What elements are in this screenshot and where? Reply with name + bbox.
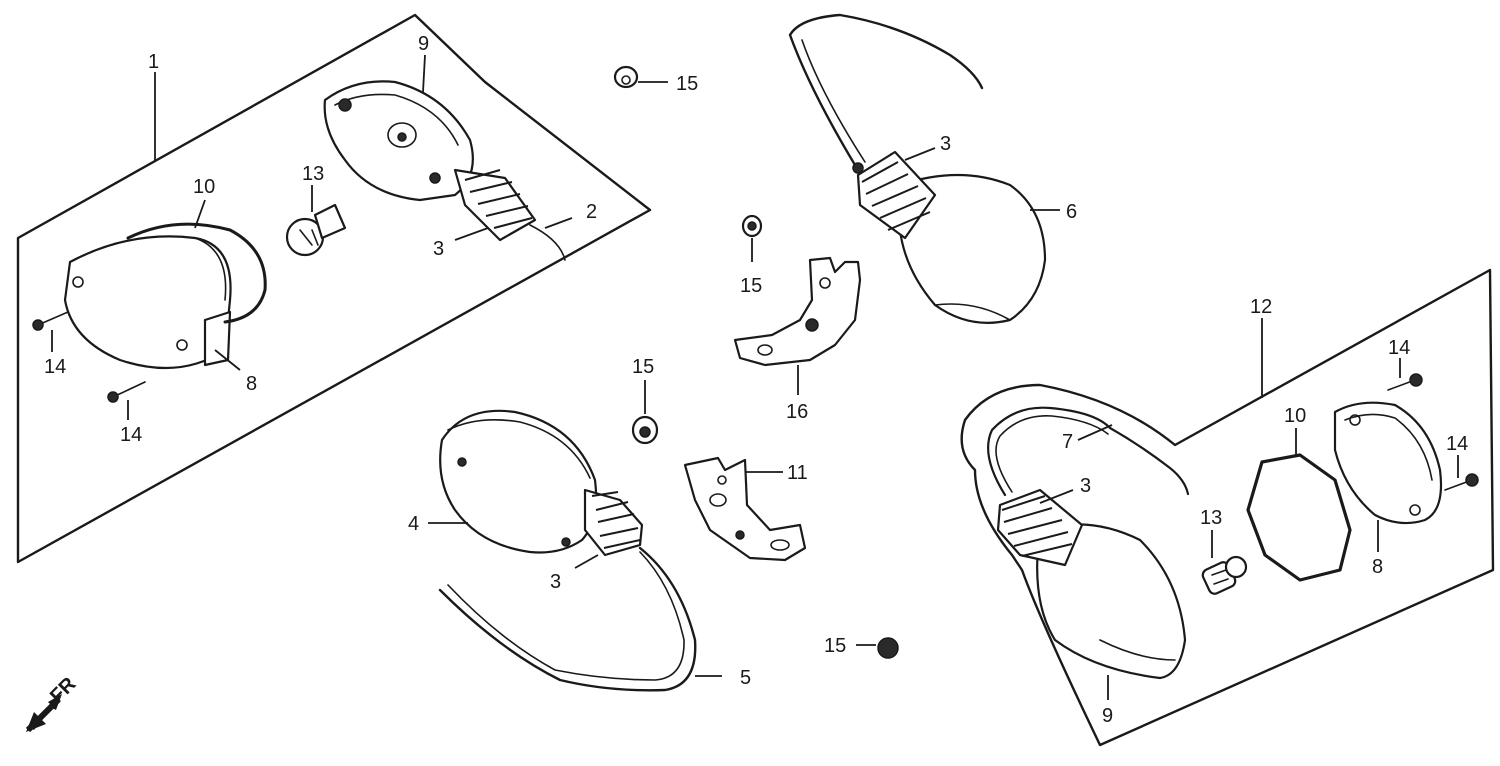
callout-1: 1: [148, 51, 159, 73]
bulb-13-right: [1201, 530, 1248, 595]
callout-14-c: 14: [1388, 337, 1410, 359]
leader-10-left: [194, 199, 206, 229]
callout-13-left: 13: [302, 163, 324, 185]
callout-14-d: 14: [1446, 433, 1468, 455]
lamp-4: [428, 409, 644, 557]
lens-8-right: [1333, 401, 1443, 552]
callout-14-b: 14: [120, 424, 142, 446]
callout-11: 11: [787, 462, 808, 484]
wire-5-inner: [447, 551, 685, 681]
nut-15-d: [856, 637, 899, 659]
callout-13-right: 13: [1200, 507, 1222, 529]
callout-3-mid: 3: [550, 571, 561, 593]
bulb-13-left: [285, 185, 347, 257]
nut-15-c: [631, 380, 659, 445]
bracket-11: [683, 456, 807, 562]
housing-9-left: [323, 54, 566, 261]
bracket-16: [733, 256, 862, 395]
callout-15-d: 15: [824, 635, 846, 657]
callout-3-right-bottom: 3: [1080, 475, 1091, 497]
callout-16: 16: [786, 401, 808, 423]
nut-15-b: [741, 214, 763, 262]
lens-8-left: [63, 235, 232, 370]
callout-8-left: 8: [246, 373, 257, 395]
callout-5: 5: [740, 667, 751, 689]
wire-5: [438, 546, 697, 692]
callout-12: 12: [1250, 296, 1272, 318]
callout-14-a: 14: [44, 356, 66, 378]
callout-4: 4: [408, 513, 419, 535]
gasket-10-right: [1246, 453, 1352, 582]
gasket-10-left: [126, 222, 267, 324]
leader-8-left: [214, 349, 241, 371]
callout-2: 2: [586, 201, 597, 223]
screw-14-a: [32, 311, 69, 352]
screw-14-c: [1387, 358, 1423, 391]
assembly-12-boundary: [960, 268, 1495, 747]
front-direction-arrow: FR: [25, 673, 81, 733]
callout-15-c: 15: [632, 356, 654, 378]
leader-7: [1077, 424, 1113, 441]
callout-9-bottom: 9: [1102, 705, 1113, 727]
lamp-9-right: [987, 406, 1190, 700]
leader-2: [544, 217, 573, 229]
assembly-1-boundary: [16, 13, 652, 564]
callout-9-top: 9: [418, 33, 429, 55]
leader-3-mid: [574, 554, 599, 569]
leader-3-left: [454, 227, 489, 241]
nut-15-a: [613, 65, 668, 89]
callout-3-left: 3: [433, 238, 444, 260]
callout-6: 6: [1066, 201, 1077, 223]
callout-7: 7: [1062, 431, 1073, 453]
callout-10-right: 10: [1284, 405, 1306, 427]
callout-8-right: 8: [1372, 556, 1383, 578]
callout-15-a: 15: [676, 73, 698, 95]
callout-15-b: 15: [740, 275, 762, 297]
callout-3-right-top: 3: [940, 133, 951, 155]
screw-14-b: [107, 381, 146, 420]
callout-10-left: 10: [193, 176, 215, 198]
lamp-6: [788, 13, 1060, 324]
screw-14-d: [1444, 455, 1479, 491]
